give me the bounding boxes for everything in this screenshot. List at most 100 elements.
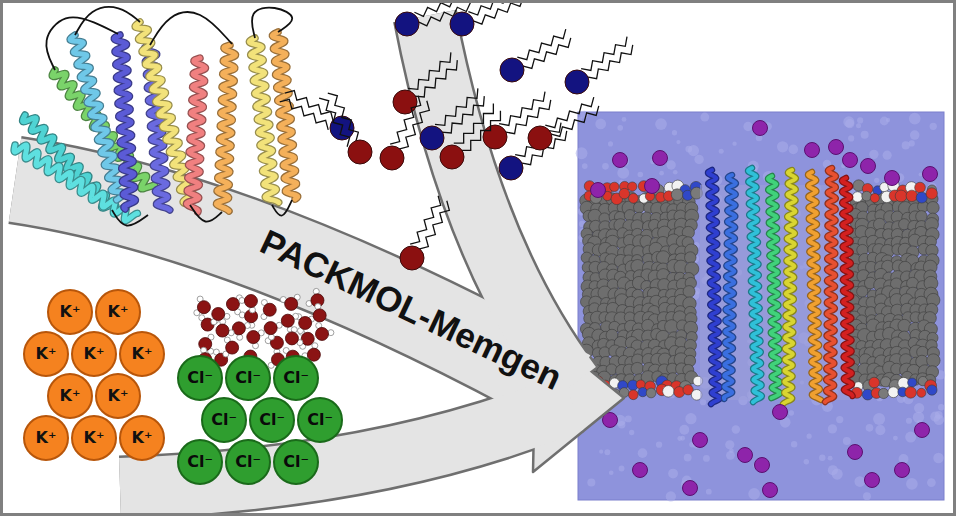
helix-edge (748, 168, 762, 402)
helix-edge (708, 170, 720, 404)
ion-label: K⁺ (132, 346, 153, 362)
water-speck (909, 140, 915, 146)
lipid-atom (870, 193, 879, 202)
water-speck (883, 151, 892, 160)
lipid-head (420, 126, 444, 150)
chloride-ion: Cl⁻ (249, 397, 295, 443)
lipid-head (500, 58, 524, 82)
ion-sphere (843, 153, 858, 168)
oxygen-atom (244, 295, 257, 308)
lipid-head (565, 70, 589, 94)
lipid-atom (646, 388, 656, 398)
protein-loop (112, 210, 148, 226)
ion-sphere (885, 171, 900, 186)
ion-sphere (633, 463, 648, 478)
helix-edge (272, 32, 297, 199)
lipid-atom (927, 201, 939, 213)
lipid-tail (399, 101, 430, 149)
chloride-ion: Cl⁻ (201, 397, 247, 443)
lipid-atom (638, 387, 647, 396)
oxygen-atom (281, 314, 294, 327)
water-speck (863, 492, 871, 500)
lipid-tail (414, 60, 457, 97)
hydrogen-atom (237, 334, 243, 340)
oxygen-atom (263, 303, 276, 316)
lipid-atom (610, 182, 619, 191)
helix-edge (216, 45, 235, 211)
water-speck (719, 149, 724, 154)
water-speck (906, 418, 912, 424)
ion-label: Cl⁻ (283, 454, 309, 470)
arrow-outline (120, 402, 572, 488)
ion-sphere (805, 143, 820, 158)
protein-loop (150, 12, 232, 45)
potassium-ion: K⁺ (23, 331, 69, 377)
ion-sphere (613, 153, 628, 168)
helix-edge (808, 172, 821, 400)
water-speck (726, 451, 735, 460)
water-speck (617, 167, 629, 179)
hydrogen-atom (268, 334, 274, 340)
water-speck (667, 160, 676, 169)
helix-ribbon (748, 168, 762, 402)
helix-edge (783, 170, 796, 404)
water-speck (595, 119, 606, 130)
lipid-head (440, 145, 464, 169)
lipid-atom (878, 388, 888, 398)
oxygen-atom (197, 301, 210, 314)
water-speck (856, 123, 861, 128)
lipid-atom (631, 362, 643, 374)
helix-edge (724, 175, 736, 399)
oxygen-atom (315, 327, 328, 340)
lipid-atom (628, 390, 638, 400)
lipid-tail (550, 106, 598, 137)
water-speck (857, 117, 863, 123)
lipid-tail (499, 92, 545, 126)
potassium-ion: K⁺ (95, 289, 141, 335)
chloride-ion: Cl⁻ (225, 355, 271, 401)
lipid-tail (419, 201, 450, 249)
ion-label: K⁺ (108, 388, 129, 404)
oxygen-atom (299, 316, 312, 329)
water-speck (938, 404, 944, 410)
water-speck (905, 432, 916, 443)
ion-label: Cl⁻ (283, 370, 309, 386)
arrow-body (120, 402, 572, 488)
protein-structure (14, 7, 298, 225)
lipid-tail (435, 88, 478, 125)
chloride-ion: Cl⁻ (177, 439, 223, 485)
oxygen-atom (226, 298, 239, 311)
ion-sphere (865, 473, 880, 488)
membrane-protein (708, 168, 853, 404)
water-speck (679, 425, 689, 435)
helix-edge (825, 168, 836, 402)
potassium-ion: K⁺ (71, 415, 117, 461)
lipid-head (393, 90, 417, 114)
lipid-tail (285, 91, 333, 122)
lipid-atom (905, 387, 916, 398)
water-speck (828, 424, 837, 433)
water-speck (672, 130, 677, 135)
helix-ribbon (842, 178, 853, 396)
ion-label: K⁺ (36, 346, 57, 362)
water-speck (875, 425, 885, 435)
water-molecules (194, 288, 334, 369)
water-speck (791, 441, 797, 447)
ion-label: K⁺ (60, 388, 81, 404)
lipid-atom (927, 354, 940, 367)
ion-label: K⁺ (36, 430, 57, 446)
lipid-tail (328, 93, 359, 141)
lipid-atom (634, 202, 645, 213)
water-speck (587, 478, 595, 486)
water-speck (668, 469, 678, 479)
ion-sphere (755, 458, 770, 473)
water-speck (676, 140, 680, 144)
ion-sphere (861, 159, 876, 174)
water-speck (861, 131, 869, 139)
water-speck (685, 413, 696, 424)
water-speck (700, 113, 709, 122)
lipid-atom (927, 385, 937, 395)
ion-label: K⁺ (84, 430, 105, 446)
ion-sphere (591, 183, 606, 198)
ion-label: K⁺ (84, 346, 105, 362)
